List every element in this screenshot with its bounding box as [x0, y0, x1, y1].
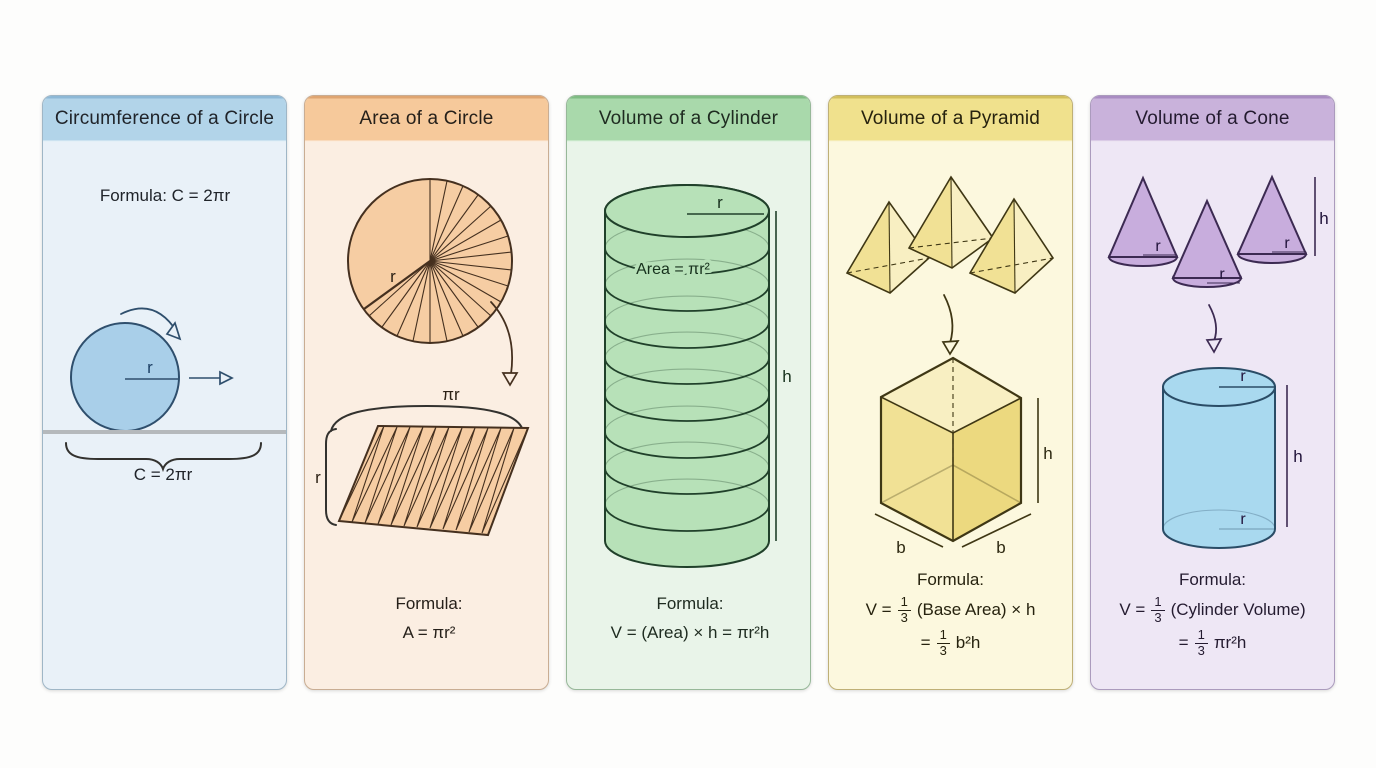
pyramid-diagram: h b b [845, 175, 1055, 557]
underbrace [65, 442, 262, 473]
formula-part: V = [1119, 600, 1146, 620]
cylinder-radius-top-label: r [1240, 368, 1246, 385]
formula-title: Formula: [916, 570, 985, 589]
rotation-arrow-icon [120, 307, 182, 341]
cone-left-shape: r [1107, 175, 1179, 267]
cylinder-radius-bottom-label: r [1240, 511, 1246, 528]
panel-header: Circumference of a Circle [43, 96, 286, 142]
panel-header: Area of a Circle [305, 96, 548, 142]
svg-text:r: r [1219, 266, 1225, 283]
cylinder-diagram: r Area = πr² h Formula: V = (Area) × h =… [604, 184, 792, 642]
panel-circumference-of-circle: Circumference of a Circle Formula: C = 2… [42, 95, 287, 690]
arc-length-label: πr [442, 385, 460, 404]
sector-fan-lines [368, 179, 513, 343]
side-label: r [315, 468, 321, 487]
disk-area-label: Area = πr² [636, 261, 710, 278]
panel-body: r Area = πr² h Formula: V = (Area) × h =… [567, 142, 810, 688]
combine-arrow-icon [1205, 304, 1223, 354]
formula-label: V = (Area) × h = πr²h [611, 623, 770, 642]
cone-diagram: r r r h [1107, 174, 1329, 549]
formula-label: A = πr² [403, 623, 456, 642]
formula-part: = [920, 633, 931, 653]
panel-header: Volume of a Cone [1091, 96, 1334, 142]
panel-header: Volume of a Cylinder [567, 96, 810, 142]
formula-part: = [1178, 633, 1189, 653]
panel-area-of-circle: Area of a Circle r [304, 95, 549, 690]
svg-text:r: r [1155, 238, 1161, 255]
panel-volume-of-cylinder: Volume of a Cylinder r [566, 95, 811, 690]
panel-volume-of-cone: Volume of a Cone r r [1090, 95, 1335, 690]
panel-title: Area of a Circle [359, 108, 494, 129]
cone-center-shape: r [1171, 198, 1243, 288]
panel-body: Formula: C = 2πr r C = 2πr [43, 142, 286, 688]
formula-title: Formula: [656, 594, 723, 613]
cylinder-top-face [604, 184, 770, 238]
cylinder-height-label: h [1293, 447, 1302, 466]
rearrange-arrow-icon [490, 301, 519, 387]
prism-shape [879, 356, 1023, 543]
panel-volume-of-pyramid: Volume of a Pyramid [828, 95, 1073, 690]
panel-header: Volume of a Pyramid [829, 96, 1072, 142]
formula-part: V = [865, 600, 892, 620]
radius-label: r [717, 193, 723, 212]
base-left-label: b [896, 538, 905, 557]
svg-text:r: r [1284, 235, 1290, 252]
formula-part: πr²h [1213, 633, 1247, 653]
cylinder-shape: r r [1162, 367, 1276, 549]
formula-top-label: Formula: C = 2πr [100, 186, 231, 205]
radius-line [363, 260, 431, 310]
radius-label: r [147, 358, 153, 377]
area-diagram: r πr r Formula: A = πr² [315, 178, 530, 642]
pyramid-right-shape [968, 197, 1055, 294]
direction-arrow-icon [189, 370, 234, 386]
circumference-diagram: Formula: C = 2πr r C = 2πr [43, 186, 286, 484]
height-label: h [782, 367, 791, 386]
cone-right-shape: r [1236, 174, 1308, 264]
panel-title: Circumference of a Circle [54, 108, 275, 129]
base-right-label: b [996, 538, 1005, 557]
circumference-label: C = 2πr [134, 465, 193, 484]
base-left-tick [874, 513, 944, 548]
left-bracket [325, 428, 337, 526]
circle-shape [70, 322, 180, 432]
formula-part: (Base Area) × h [916, 600, 1036, 620]
panel-title: Volume of a Cylinder [598, 108, 779, 129]
panel-title: Volume of a Cone [1135, 108, 1290, 129]
formula-title: Formula: [1178, 570, 1247, 589]
panel-body: r r r h [1091, 142, 1334, 688]
base-right-tick [961, 513, 1032, 548]
formula-part: (Cylinder Volume) [1170, 600, 1306, 620]
disk-front-seams [604, 247, 770, 532]
sector-zigzag-lines [338, 425, 529, 534]
panel-body: r πr r Formula: A = πr² [305, 142, 548, 688]
top-brace [330, 404, 524, 432]
pyramid-center-shape [907, 175, 995, 269]
cone-height-label: h [1319, 209, 1328, 228]
panel-title: Volume of a Pyramid [860, 108, 1041, 129]
height-label: h [1043, 444, 1052, 463]
formula-title: Formula: [395, 594, 462, 613]
formula-part: b²h [955, 633, 981, 653]
combine-arrow-icon [941, 294, 960, 356]
radius-label: r [390, 267, 396, 286]
